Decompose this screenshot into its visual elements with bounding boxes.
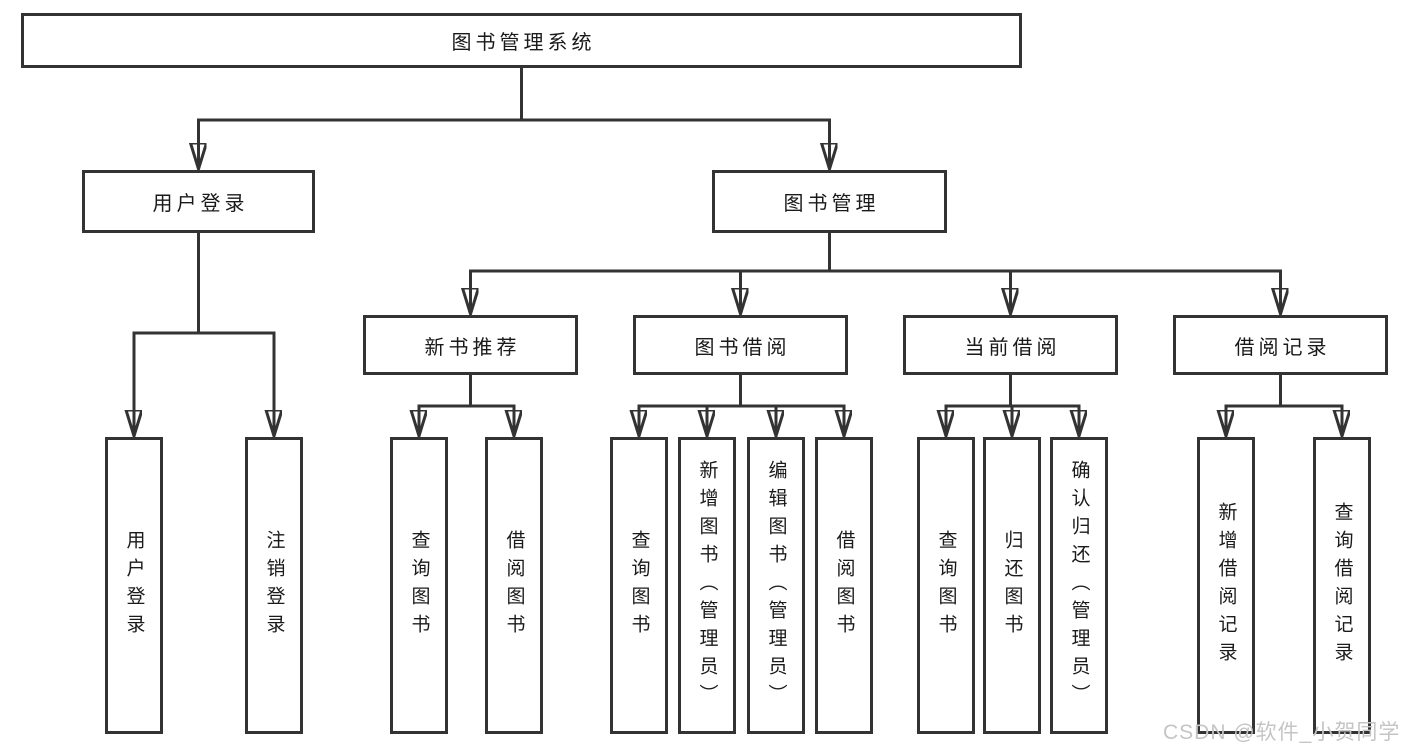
node-label: 查询借阅记录 [1331,501,1353,670]
leaf-logout: 注销登录 [245,437,303,734]
node-label: 归还图书 [1001,529,1023,642]
node-current-borrowing: 当前借阅 [903,315,1118,375]
node-label: 借阅图书 [833,529,855,642]
node-label: 图书借阅 [694,336,791,359]
node-label: 用户登录 [152,193,249,215]
node-label: 查询图书 [408,529,430,642]
node-label: 注销登录 [263,529,285,642]
leaf-query-books-recommend: 查询图书 [390,437,448,734]
node-borrowing-records: 借阅记录 [1173,315,1388,375]
watermark: CSDN @软件_小贺同学 [1163,721,1401,744]
node-label: 查询图书 [628,529,650,642]
node-label: 借阅图书 [503,529,525,642]
node-label: 图书管理 [783,193,880,215]
leaf-query-borrow-record: 查询借阅记录 [1313,437,1371,734]
node-label: 确认归还（管理员） [1068,459,1090,712]
node-label: 当前借阅 [964,336,1061,359]
node-new-book-recommend: 新书推荐 [363,315,578,375]
leaf-user-login: 用户登录 [105,437,163,734]
leaf-edit-books-admin: 编辑图书（管理员） [747,437,805,734]
node-label: 用户登录 [123,529,145,642]
leaf-add-books-admin: 新增图书（管理员） [678,437,736,734]
leaf-query-books-current: 查询图书 [917,437,975,734]
node-label: 新增借阅记录 [1215,501,1237,670]
node-book-borrowing: 图书借阅 [633,315,848,375]
leaf-add-borrow-record: 新增借阅记录 [1197,437,1255,734]
leaf-borrow-books-recommend: 借阅图书 [485,437,543,734]
node-label: 查询图书 [935,529,957,642]
node-library-system-root: 图书管理系统 [21,13,1022,68]
leaf-query-books-borrow: 查询图书 [610,437,668,734]
node-label: 图书管理系统 [451,32,596,54]
node-label: 借阅记录 [1234,336,1331,359]
node-label: 编辑图书（管理员） [765,459,787,712]
leaf-borrow-books: 借阅图书 [815,437,873,734]
node-user-login: 用户登录 [82,170,315,233]
node-label: 新书推荐 [424,336,521,359]
leaf-confirm-return-admin: 确认归还（管理员） [1050,437,1108,734]
node-label: 新增图书（管理员） [696,459,718,712]
node-book-management: 图书管理 [712,170,947,233]
leaf-return-books: 归还图书 [983,437,1041,734]
